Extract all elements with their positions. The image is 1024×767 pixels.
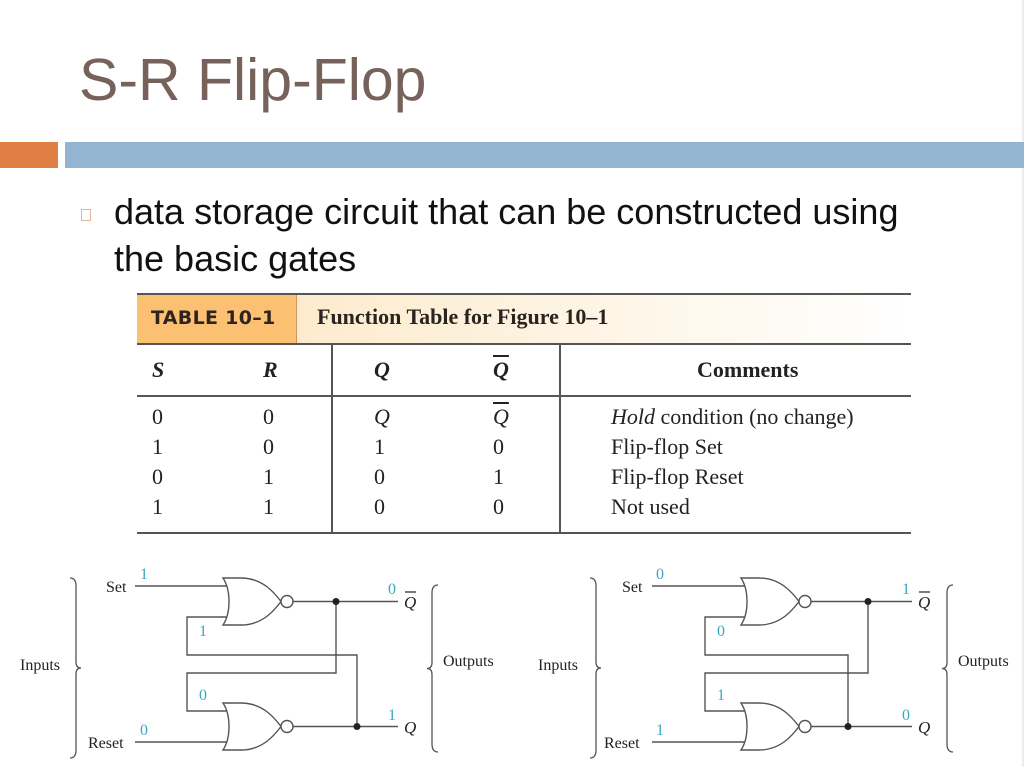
header-s: S	[152, 357, 165, 382]
nor-gate-bottom-bubble	[280, 719, 294, 734]
table-tag: TABLE 10–1	[151, 307, 276, 329]
table-rule	[137, 395, 911, 397]
header-q: Q	[374, 357, 390, 382]
table-tag-box: TABLE 10–1	[137, 295, 297, 343]
q-bar-value: 0	[388, 581, 396, 598]
outputs-brace	[941, 584, 954, 753]
inputs-brace	[69, 577, 82, 759]
bottom-feedback-value: 1	[717, 687, 725, 704]
outputs-brace	[426, 584, 439, 753]
table-column-divider	[331, 345, 333, 532]
cell-comment: Not used	[611, 494, 690, 519]
cell-qbar: Q	[493, 404, 509, 429]
junction-dot	[844, 723, 852, 730]
table-top-rule	[137, 293, 911, 295]
header-comments: Comments	[697, 357, 799, 382]
q-bar-value: 1	[902, 581, 910, 598]
slide-edge	[1022, 0, 1024, 767]
nor-gate-bottom	[221, 702, 282, 751]
accent-bar-orange	[0, 142, 58, 168]
accent-bar-blue	[65, 142, 1024, 168]
cell-s: 0	[152, 464, 163, 489]
function-table: TABLE 10–1 Function Table for Figure 10–…	[137, 293, 911, 535]
table-caption: Function Table for Figure 10–1	[317, 304, 609, 329]
junction-dot	[353, 723, 361, 730]
q-bar-label: Q	[918, 593, 930, 612]
cell-qbar: 1	[493, 464, 504, 489]
bottom-feedback-value: 0	[199, 687, 207, 704]
q-value: 0	[902, 707, 910, 724]
outputs-label: Outputs	[958, 653, 1009, 670]
cell-r: 0	[263, 434, 274, 459]
feedback-wire-q-bar	[186, 601, 337, 712]
table-rule	[137, 343, 911, 345]
set-value: 0	[656, 566, 664, 583]
top-feedback-value: 1	[199, 623, 207, 640]
table-bottom-rule	[137, 532, 911, 534]
feedback-wire-q-bar	[704, 601, 869, 712]
cell-s: 1	[152, 434, 163, 459]
cell-comment: Flip-flop Set	[611, 434, 723, 459]
reset-value: 0	[140, 722, 148, 739]
reset-label: Reset	[88, 735, 124, 752]
cell-comment: Hold condition (no change)	[611, 404, 854, 429]
q-value: 1	[388, 707, 396, 724]
cell-q: 0	[374, 494, 385, 519]
set-label: Set	[106, 579, 127, 596]
inputs-label: Inputs	[20, 657, 60, 674]
nor-gate-top-bubble	[798, 594, 812, 609]
cell-s: 0	[152, 404, 163, 429]
outputs-label: Outputs	[443, 653, 494, 670]
cell-r: 1	[263, 464, 274, 489]
cell-s: 1	[152, 494, 163, 519]
nor-gate-top	[221, 577, 282, 626]
cell-comment: Flip-flop Reset	[611, 464, 744, 489]
square-bullet-icon	[81, 209, 91, 221]
junction-dot	[864, 598, 872, 605]
cell-qbar: 0	[493, 494, 504, 519]
table-column-divider	[559, 345, 561, 532]
cell-r: 0	[263, 404, 274, 429]
header-q-bar: Q	[493, 357, 509, 382]
set-label: Set	[622, 579, 643, 596]
inputs-brace	[589, 577, 602, 759]
reset-value: 1	[656, 722, 664, 739]
nor-gate-top-bubble	[280, 594, 294, 609]
cell-q: Q	[374, 404, 390, 429]
nor-gate-top	[739, 577, 800, 626]
set-value: 1	[140, 566, 148, 583]
comment-emphasis: Hold	[611, 404, 655, 429]
cell-q: 0	[374, 464, 385, 489]
cell-r: 1	[263, 494, 274, 519]
q-label: Q	[404, 718, 416, 737]
nor-gate-bottom-bubble	[798, 719, 812, 734]
feedback-wire-q	[186, 616, 358, 727]
feedback-wire-q	[704, 616, 849, 727]
inputs-label: Inputs	[538, 657, 578, 674]
q-label: Q	[918, 718, 930, 737]
junction-dot	[332, 598, 340, 605]
slide-title: S-R Flip-Flop	[79, 47, 427, 113]
q-bar-label: Q	[404, 593, 416, 612]
cell-qbar: 0	[493, 434, 504, 459]
bullet-text: data storage circuit that can be constru…	[114, 191, 899, 279]
top-feedback-value: 0	[717, 623, 725, 640]
cell-q: 1	[374, 434, 385, 459]
reset-label: Reset	[604, 735, 640, 752]
nor-gate-bottom	[739, 702, 800, 751]
header-r: R	[263, 357, 278, 382]
